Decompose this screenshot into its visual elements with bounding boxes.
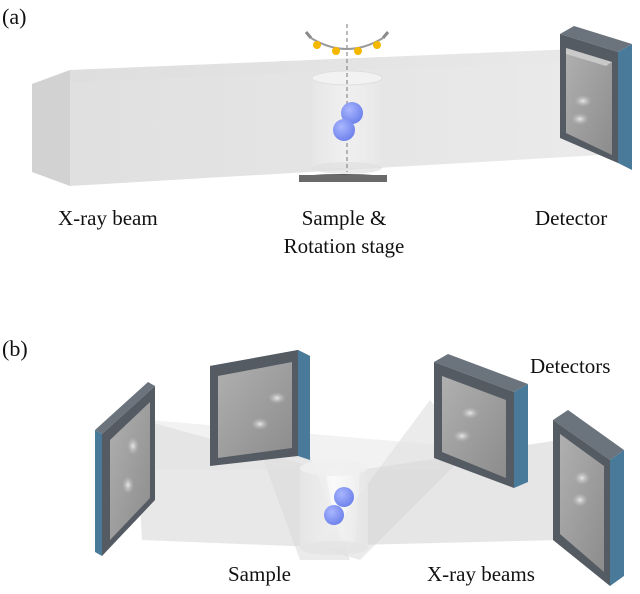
panel-b-letter: (b): [2, 336, 28, 361]
sample-cylinder-top: [300, 460, 368, 476]
sample-cylinder-top: [311, 70, 383, 86]
detector: [434, 354, 528, 488]
detector: [553, 410, 624, 586]
rotation-dot: [354, 47, 362, 55]
rotation-dot: [373, 41, 381, 49]
sample-sphere: [341, 102, 363, 124]
rotation-arrow-left: [304, 31, 313, 39]
beam-side-face: [32, 70, 70, 186]
rotation-dot: [313, 41, 321, 49]
detector: [560, 26, 632, 170]
x-ray-beam-label: X-ray beam: [58, 206, 158, 230]
panel-b-diagram: [95, 350, 624, 586]
sample-label-line2: Rotation stage: [283, 234, 405, 258]
detector: [95, 382, 155, 556]
sample-label-line1: Sample &: [301, 206, 387, 230]
panel-a-diagram: [32, 24, 632, 186]
rotation-stage-base: [299, 175, 387, 182]
detectors-label: Detectors: [530, 354, 611, 378]
rotation-dot: [332, 47, 340, 55]
panel-a-letter: (a): [2, 4, 27, 29]
sample-sphere: [324, 505, 344, 525]
sample-label: Sample: [228, 562, 291, 586]
detector-label: Detector: [535, 206, 608, 230]
sample-cylinder-bottom: [300, 541, 368, 555]
sample-sphere: [334, 487, 354, 507]
x-ray-beams-label: X-ray beams: [427, 562, 535, 586]
sample-sphere: [333, 119, 355, 141]
detector: [210, 350, 310, 466]
rotation-arrow-right: [381, 31, 390, 39]
